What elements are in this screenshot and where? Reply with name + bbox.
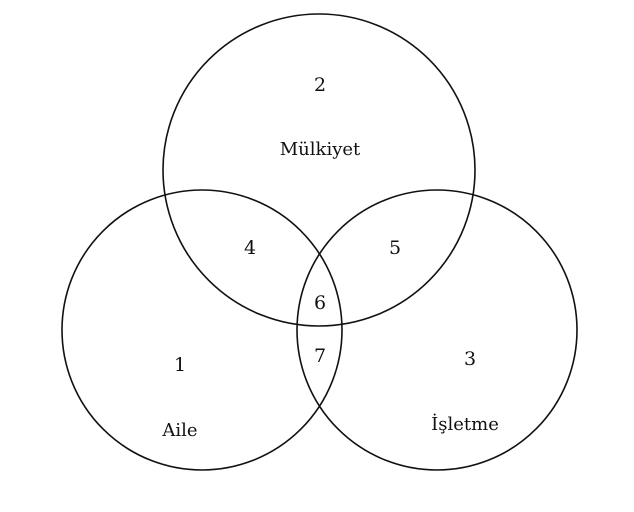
ownership-label: Mülkiyet: [280, 139, 361, 160]
family-number: 1: [174, 354, 186, 376]
business-circle: [296, 189, 578, 471]
ownership-circle: [162, 13, 476, 327]
ownership-business-region-number: 5: [389, 237, 401, 259]
family-business-region-number: 7: [314, 345, 326, 367]
family-ownership-region-number: 4: [244, 237, 256, 259]
center-region-number: 6: [314, 292, 326, 314]
ownership-number: 2: [314, 74, 326, 96]
business-label: İşletme: [431, 412, 499, 435]
family-label: Aile: [161, 420, 197, 441]
business-number: 3: [464, 348, 476, 370]
family-circle: [61, 189, 343, 471]
